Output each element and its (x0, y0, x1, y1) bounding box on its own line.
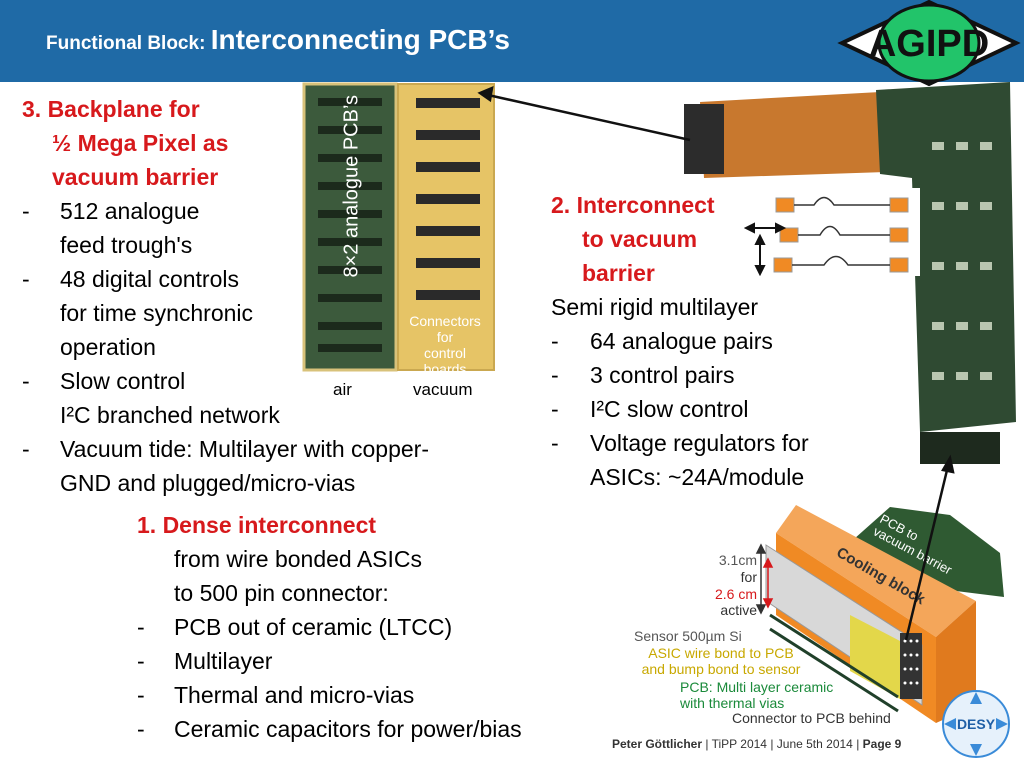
pcb-ceramic-label-1: PCB: Multi layer ceramic (680, 679, 834, 695)
interconnect-item-4-cont: ASICs: ~24A/module (590, 464, 805, 490)
dash-marker: - (551, 328, 559, 354)
dash-marker: - (551, 430, 559, 456)
backplane-heading-3: vacuum barrier (52, 164, 219, 190)
backplane-item-2b: for time synchronic (60, 300, 254, 326)
dense-item-2: Multilayer (174, 648, 273, 674)
desy-logo: DESY (942, 690, 1010, 758)
dense-line-1: from wire bonded ASICs (174, 546, 423, 572)
asic-label-2: and bump bond to sensor (641, 661, 801, 677)
dim-for: for (740, 569, 757, 585)
backplane-item-3b: I²C branched network (60, 402, 280, 428)
title-main: Interconnecting PCB’s (210, 24, 510, 55)
desy-text: DESY (957, 716, 996, 732)
asic-label-1: ASIC wire bond to PCB (648, 645, 794, 661)
dash-marker: - (551, 362, 559, 388)
footer-event: TiPP 2014 (711, 737, 767, 751)
wiggle-diagram (744, 188, 920, 276)
vacuum-label: vacuum (413, 380, 473, 399)
dense-item-4: Ceramic capacitors for power/bias (174, 716, 522, 742)
backplane-heading-1: 3. Backplane for (22, 96, 200, 122)
footer-page: Page 9 (862, 737, 902, 751)
interconnect-heading-2: to vacuum (582, 226, 698, 252)
backplane-photo (302, 82, 495, 372)
connectors-label: Connectors for control boards (400, 313, 490, 377)
air-label: air (333, 380, 352, 399)
dense-heading: 1. Dense interconnect (137, 512, 377, 538)
dim-active: 2.6 cm (714, 586, 757, 602)
agipd-logo: AGIPD (837, 0, 1021, 86)
slide-title: Functional Block: Interconnecting PCB’s (46, 24, 510, 56)
dash-marker: - (137, 648, 145, 674)
connectors-label-1: Connectors (409, 313, 481, 329)
footer-sep: | (766, 737, 777, 751)
footer-sep: | (702, 737, 712, 751)
backplane-item-4b: GND and plugged/micro-vias (60, 470, 356, 496)
interconnect-item-2: 3 control pairs (590, 362, 735, 388)
dash-marker: - (137, 614, 145, 640)
dash-marker: - (22, 266, 30, 292)
backplane-item-1b: feed trough's (60, 232, 193, 258)
backplane-item-2a: 48 digital controls (60, 266, 239, 292)
footer-sep: | (852, 737, 863, 751)
interconnect-subtitle: Semi rigid multilayer (551, 294, 759, 320)
dense-item-3: Thermal and micro-vias (174, 682, 415, 708)
backplane-item-1a: 512 analogue (60, 198, 200, 224)
title-prefix: Functional Block: (46, 33, 211, 54)
connectors-label-4: boards (423, 361, 467, 377)
sensor-label: Sensor 500µm Si (634, 628, 742, 644)
asic-label: ASIC wire bond to PCB and bump bond to s… (636, 645, 806, 677)
footer: Peter Göttlicher | TiPP 2014 | June 5th … (612, 737, 901, 751)
pcb-ceramic-label: PCB: Multi layer ceramic with thermal vi… (680, 679, 833, 711)
dash-marker: - (137, 682, 145, 708)
interconnect-item-1: 64 analogue pairs (590, 328, 773, 354)
connector-label: Connector to PCB behind (732, 710, 891, 726)
dash-marker: - (22, 436, 30, 462)
footer-author: Peter Göttlicher (612, 737, 703, 751)
interconnect-pcb-photo (684, 82, 1016, 464)
connectors-label-3: control (423, 345, 467, 361)
module-diagram (755, 505, 1004, 723)
dash-marker: - (22, 368, 30, 394)
backplane-item-3a: Slow control (60, 368, 186, 394)
dense-line-2: to 500 pin connector: (174, 580, 389, 606)
dim-active-label: active (720, 602, 757, 618)
connectors-label-2: for (436, 329, 454, 345)
interconnect-item-3: I²C slow control (590, 396, 749, 422)
logo-text: AGIPD (869, 23, 989, 65)
dash-marker: - (22, 198, 30, 224)
dash-marker: - (551, 396, 559, 422)
backplane-heading-2: ½ Mega Pixel as (52, 130, 229, 156)
pcb-ceramic-label-2: with thermal vias (680, 695, 785, 711)
dash-marker: - (137, 716, 145, 742)
interconnect-item-4: Voltage regulators for (590, 430, 809, 456)
interconnect-heading-3: barrier (582, 260, 655, 286)
dim-top: 3.1cm (718, 552, 757, 568)
backplane-item-4a: Vacuum tide: Multilayer with copper- (60, 436, 429, 462)
dense-item-1: PCB out of ceramic (LTCC) (174, 614, 453, 640)
interconnect-heading-1: 2. Interconnect (551, 192, 715, 218)
backplane-item-2c: operation (60, 334, 156, 360)
footer-date: June 5th 2014 (776, 737, 853, 751)
